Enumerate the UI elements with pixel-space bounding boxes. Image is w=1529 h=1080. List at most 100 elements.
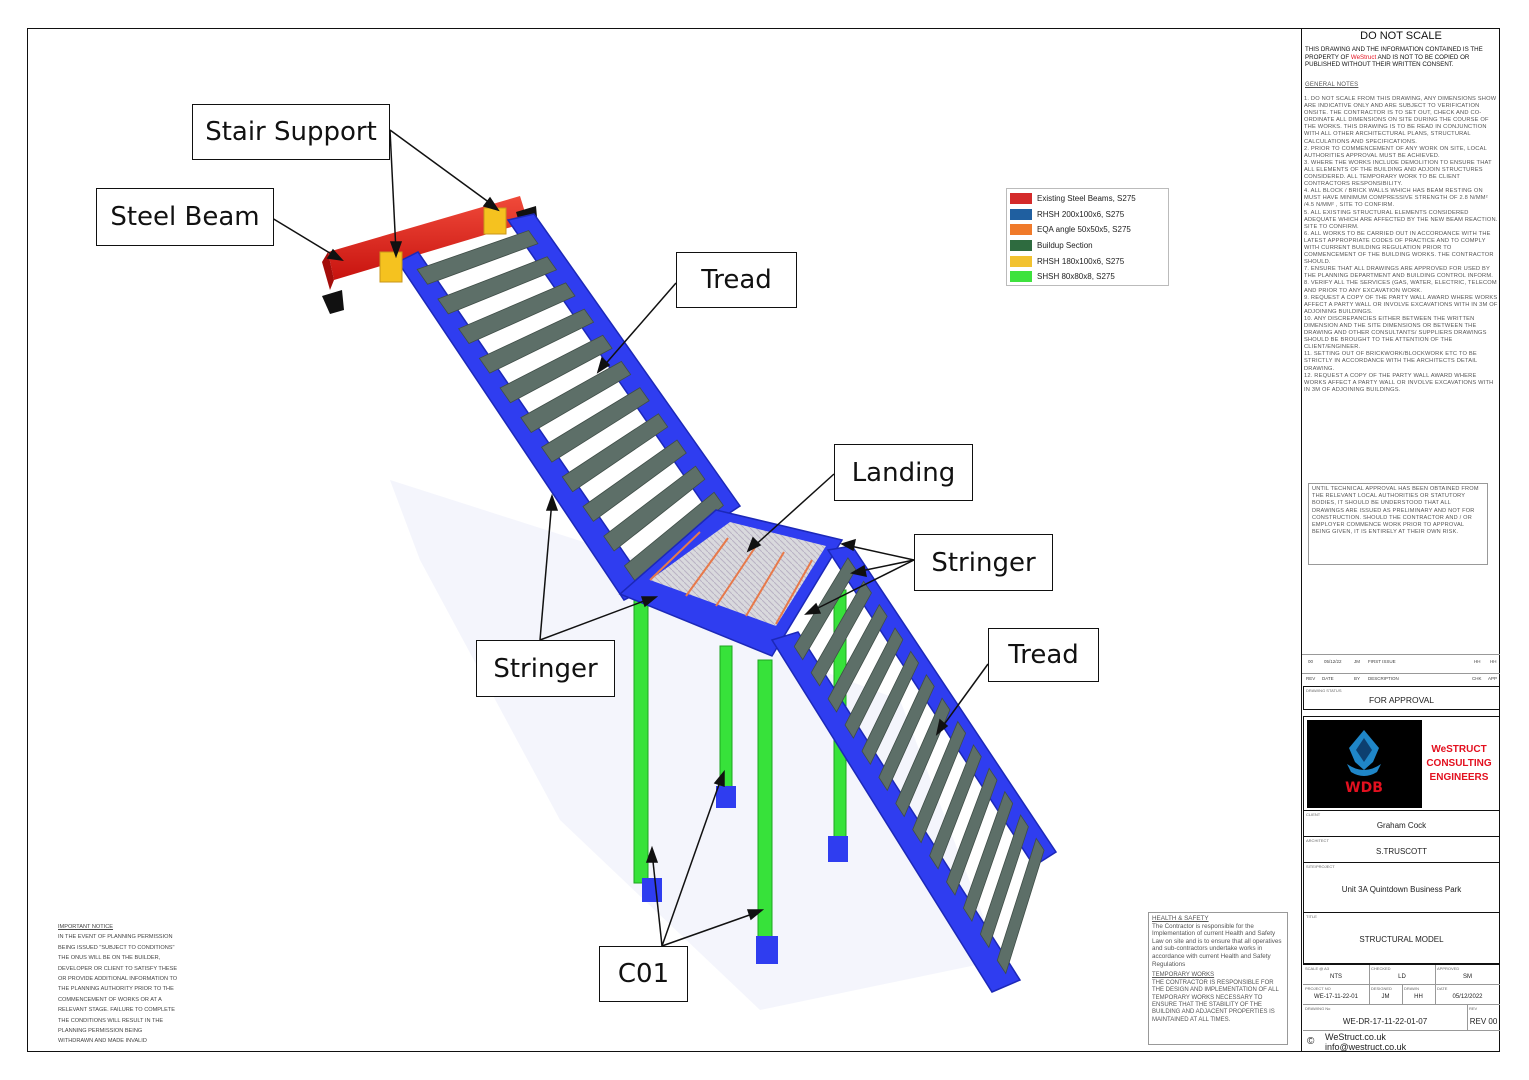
drawing-no-row: DRAWING No WE-DR-17-11-22-01-07 REV REV … bbox=[1303, 1004, 1500, 1031]
general-note: 5. ALL EXISTING STRUCTURAL ELEMENTS CONS… bbox=[1304, 209, 1498, 230]
general-notes-heading: GENERAL NOTES bbox=[1305, 82, 1359, 88]
checked: LD bbox=[1398, 974, 1406, 980]
lower-flight bbox=[770, 545, 1058, 993]
legend-label: EQA angle 50x50x5, S275 bbox=[1037, 225, 1131, 235]
general-note: 12. REQUEST A COPY OF THE PARTY WALL AWA… bbox=[1304, 372, 1494, 393]
contact-row: © WeStruct.co.uk info@westruct.co.uk bbox=[1303, 1030, 1500, 1053]
email-link[interactable]: info@westruct.co.uk bbox=[1325, 1042, 1407, 1052]
designed-cell: DESIGNED JM bbox=[1369, 985, 1403, 1005]
architect-box: ARCHITECT S.TRUSCOTT bbox=[1303, 836, 1500, 863]
drawn-cell: DRAWN HH bbox=[1402, 985, 1436, 1005]
callout-steel-beam: Steel Beam bbox=[96, 188, 274, 246]
tread bbox=[478, 308, 595, 374]
tread bbox=[827, 603, 888, 713]
rev-no-cell: REV REV 00 bbox=[1467, 1005, 1500, 1031]
legend-item: Buildup Section bbox=[1010, 238, 1165, 254]
company-name: WeSTRUCT CONSULTING ENGINEERS bbox=[1422, 720, 1496, 808]
scale: NTS bbox=[1330, 974, 1342, 980]
upper-flight bbox=[396, 213, 742, 601]
sheet-border bbox=[27, 28, 1500, 1052]
tread bbox=[540, 387, 650, 463]
callout-stringer-right: Stringer bbox=[914, 534, 1053, 591]
date-header: DATE bbox=[1322, 676, 1334, 681]
general-note: 3. WHERE THE WORKS INCLUDE DEMOLITION TO… bbox=[1304, 159, 1492, 188]
legend-item: RHSH 200x100x6, S275 bbox=[1010, 207, 1165, 223]
legend-swatch bbox=[1010, 208, 1032, 220]
tread bbox=[603, 465, 706, 552]
drawing-status: FOR APPROVAL bbox=[1368, 695, 1435, 705]
site-box: SITE/PROJECT Unit 3A Quintdown Business … bbox=[1303, 862, 1500, 914]
important-notice: IMPORTANT NOTICE IN THE EVENT OF PLANNIN… bbox=[58, 922, 178, 1047]
date-cell: DATE 05/12/2022 bbox=[1435, 985, 1500, 1005]
architect: S.TRUSCOTT bbox=[1375, 847, 1428, 856]
tread bbox=[499, 334, 613, 404]
tread bbox=[929, 744, 982, 870]
tread bbox=[912, 720, 967, 844]
legend-item: EQA angle 50x50x5, S275 bbox=[1010, 222, 1165, 238]
general-notes-list: 1. DO NOT SCALE FROM THIS DRAWING, ANY D… bbox=[1304, 96, 1498, 394]
approval-notice: UNTIL TECHNICAL APPROVAL HAS BEEN OBTAIN… bbox=[1308, 483, 1488, 565]
health-safety-heading: HEALTH & SAFETY bbox=[1152, 915, 1209, 922]
drawing-title: STRUCTURAL MODEL bbox=[1359, 935, 1444, 944]
rev-label: REV bbox=[1469, 1006, 1478, 1011]
checked-cell: CHECKED LD bbox=[1369, 965, 1436, 985]
tread bbox=[416, 230, 539, 285]
legend-label: RHSH 200x100x6, S275 bbox=[1037, 209, 1125, 219]
by-header: BY bbox=[1354, 676, 1361, 681]
tread bbox=[520, 360, 632, 433]
tread bbox=[458, 282, 576, 345]
tread bbox=[963, 790, 1014, 923]
client-label: CLIENT bbox=[1306, 812, 1321, 817]
scale-label: SCALE @ A3 bbox=[1305, 966, 1330, 971]
callout-stair-support: Stair Support bbox=[192, 104, 390, 160]
lower-treads bbox=[793, 557, 1045, 975]
description-header: DESCRIPTION bbox=[1368, 676, 1399, 681]
project-no: WE-17-11-22-01 bbox=[1314, 994, 1358, 1000]
client-box: CLIENT Graham Cock bbox=[1303, 810, 1500, 837]
wdb-logo-icon: WDB bbox=[1345, 730, 1383, 796]
callout-tread-bottom: Tread bbox=[988, 628, 1099, 682]
scale-cell: SCALE @ A3 NTS bbox=[1303, 965, 1370, 985]
scale-row: SCALE @ A3 NTS CHECKED LD APPROVED SM bbox=[1303, 964, 1500, 985]
drawing-status-box: DRAWING STATUS FOR APPROVAL bbox=[1303, 686, 1500, 710]
temporary-works-heading: TEMPORARY WORKS bbox=[1152, 972, 1215, 979]
project-no-label: PROJECT NO bbox=[1305, 986, 1331, 991]
general-note: 6. ALL WORKS TO BE CARRIED OUT IN ACCORD… bbox=[1304, 230, 1494, 266]
app-header: APP bbox=[1488, 676, 1498, 681]
drawing-status-label: DRAWING STATUS bbox=[1306, 688, 1342, 693]
company-name-3: ENGINEERS bbox=[1429, 772, 1489, 783]
leader-lines bbox=[271, 129, 989, 947]
tread bbox=[996, 837, 1045, 975]
general-note: 8. VERIFY ALL THE SERVICES (GAS, WATER, … bbox=[1304, 280, 1497, 294]
tread bbox=[437, 256, 558, 315]
title-block: DO NOT SCALE THIS DRAWING AND THE INFORM… bbox=[1301, 28, 1500, 1052]
approved-cell: APPROVED SM bbox=[1435, 965, 1500, 985]
drawing-no-label: DRAWING No bbox=[1305, 1006, 1331, 1011]
callout-landing: Landing bbox=[834, 444, 973, 501]
site: Unit 3A Quintdown Business Park bbox=[1341, 885, 1462, 894]
rev-header: REV bbox=[1306, 676, 1316, 681]
rev-date-cell: 05/12/22 bbox=[1324, 659, 1342, 664]
callout-column: C01 bbox=[599, 946, 688, 1002]
legend-swatch bbox=[1010, 224, 1032, 236]
site-label: SITE/PROJECT bbox=[1306, 864, 1335, 869]
property-notice-1: THIS DRAWING AND THE INFORMATION CONTAIN… bbox=[1305, 46, 1483, 61]
general-note: 10. ANY DISCREPANCIES EITHER BETWEEN THE… bbox=[1304, 315, 1487, 351]
website-link[interactable]: WeStruct.co.uk bbox=[1325, 1032, 1386, 1042]
legend-label: Existing Steel Beams, S275 bbox=[1037, 194, 1136, 204]
drawing-no-cell: DRAWING No WE-DR-17-11-22-01-07 bbox=[1303, 1005, 1468, 1031]
legend-item: SHSH 80x80x8, S275 bbox=[1010, 269, 1165, 285]
general-note: 4. ALL BLOCK / BRICK WALLS WHICH HAS BEA… bbox=[1304, 188, 1488, 209]
tread bbox=[895, 697, 951, 818]
approved-label: APPROVED bbox=[1437, 966, 1460, 971]
important-notice-text: IN THE EVENT OF PLANNING PERMISSION BEIN… bbox=[58, 934, 178, 1045]
drawing-no: WE-DR-17-11-22-01-07 bbox=[1342, 1017, 1428, 1026]
health-safety-box: HEALTH & SAFETY The Contractor is respon… bbox=[1148, 912, 1288, 1045]
do-not-scale: DO NOT SCALE bbox=[1360, 30, 1442, 42]
rev-app-cell: HH bbox=[1490, 659, 1497, 664]
general-note: 1. DO NOT SCALE FROM THIS DRAWING, ANY D… bbox=[1304, 96, 1497, 145]
general-note: 2. PRIOR TO COMMENCEMENT OF ANY WORK ON … bbox=[1304, 145, 1487, 159]
company-logo-box: WDB WeSTRUCT CONSULTING ENGINEERS bbox=[1303, 716, 1500, 812]
approved: SM bbox=[1463, 974, 1472, 980]
drawn-label: DRAWN bbox=[1404, 986, 1419, 991]
